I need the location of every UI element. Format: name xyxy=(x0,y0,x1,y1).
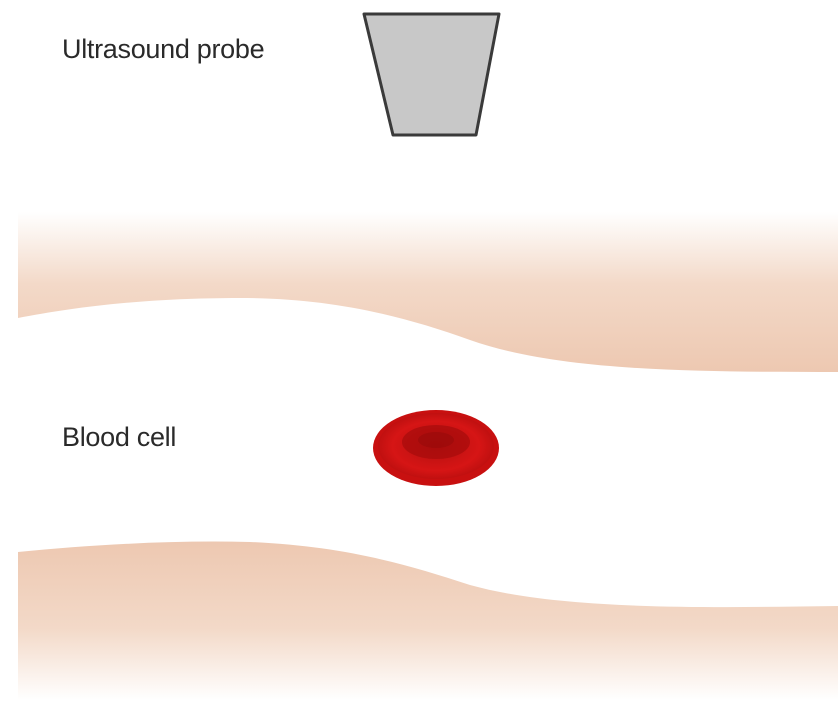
ultrasound-probe-icon xyxy=(364,14,499,135)
lower-tissue-wall xyxy=(18,542,838,700)
blood-cell-icon xyxy=(373,410,499,486)
blood-cell-label: Blood cell xyxy=(62,422,176,453)
upper-tissue-wall xyxy=(18,212,838,372)
probe-label: Ultrasound probe xyxy=(62,34,264,65)
